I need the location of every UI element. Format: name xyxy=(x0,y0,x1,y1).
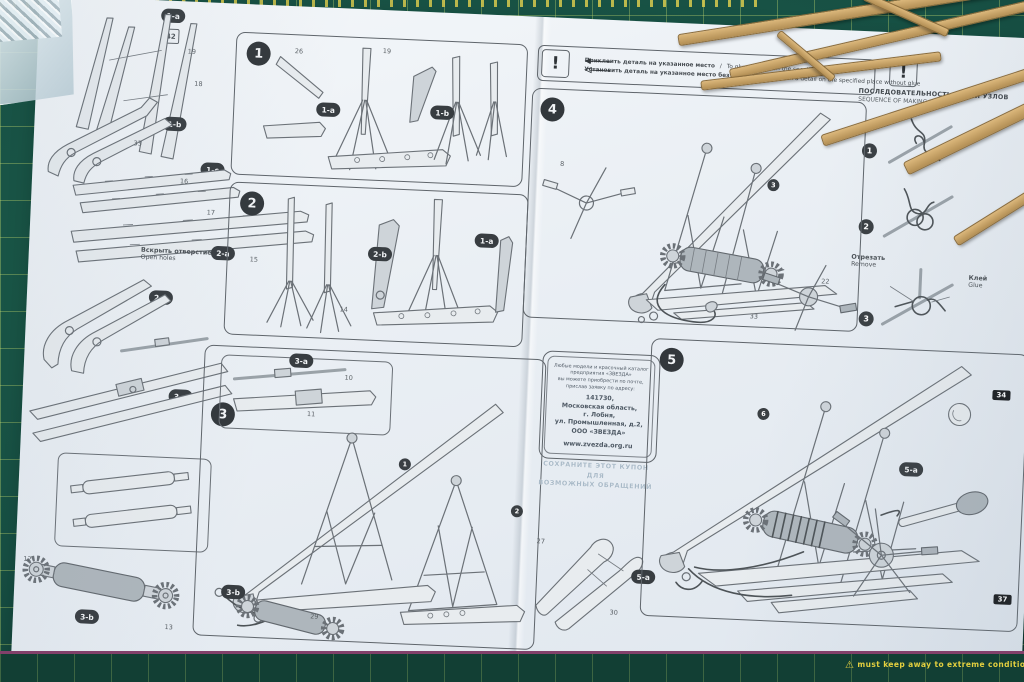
crumpled-plastic-bag xyxy=(0,0,62,42)
substep-3b-badge: 3-b xyxy=(74,609,100,625)
mat-warning-text: ⚠ must keep away to extreme condition-bo… xyxy=(845,660,1024,671)
mounted-capstan-wheel xyxy=(762,264,858,331)
step3-drawing xyxy=(214,367,526,641)
part-number: 27 xyxy=(536,537,546,546)
glue-legend-row1: Приклеить деталь на указанное место / To… xyxy=(585,57,875,76)
part-number: 12 xyxy=(23,554,32,564)
step1-panel: 1 1-a 1-b 26 19 xyxy=(230,31,529,188)
legend-separator: / xyxy=(719,63,722,70)
hook-arms-1b-drawing xyxy=(47,97,174,184)
part-number: 30 xyxy=(609,608,619,617)
part-number: 19 xyxy=(382,47,392,56)
step5-panel: 5 xyxy=(639,338,1024,633)
mallet-handle xyxy=(898,491,989,528)
open-holes-en: Open holes xyxy=(140,253,176,263)
knot3-drawing xyxy=(880,268,954,326)
step2-ref-1a: 1-a xyxy=(474,233,500,249)
part-number: 33 xyxy=(749,312,759,321)
hook-tools-5a-drawing xyxy=(535,538,644,631)
big-capstan-wheel xyxy=(832,508,939,597)
mail-order-coupon: Любые модели и красочный каталог предпри… xyxy=(538,350,661,464)
part-number: 18 xyxy=(194,79,203,89)
long-beams-3a-drawing xyxy=(29,337,233,442)
step3-panel: 3 3-a xyxy=(192,344,547,651)
windlass xyxy=(659,243,784,287)
glue-legend: Приклеить деталь на указанное место / To… xyxy=(536,44,920,96)
step2-ref-2b: 2-b xyxy=(367,246,393,262)
step2-drawing xyxy=(266,196,514,334)
rails-2a-drawing xyxy=(70,210,315,263)
mat-ruler-ticks xyxy=(0,0,760,7)
knot-step-2: 2 xyxy=(852,175,1024,254)
no-glue-arrow-icon xyxy=(584,66,611,73)
knot-sequence-panel: ПОСЛЕДОВАТЕЛЬНОСТЬ ВЯЗКИ УЗЛОВ SEQUENCE … xyxy=(848,87,1024,340)
step4-panel: 4 xyxy=(522,87,868,332)
loose-capstan-wheel xyxy=(542,167,636,239)
part-number: 14 xyxy=(339,305,349,314)
projectile-ball xyxy=(948,402,972,427)
part-number: 15 xyxy=(249,255,259,264)
step1-ref-1b: 1-b xyxy=(429,105,455,121)
glue-legend-row2: Установить деталь на указанное место без… xyxy=(584,66,920,87)
warning-triangle-icon: ⚠ xyxy=(845,660,855,671)
part-number: 13 xyxy=(164,623,173,632)
part-number: 11 xyxy=(306,410,316,419)
coupon-inner: Любые модели и красочный каталог предпри… xyxy=(543,355,656,459)
step2-panel: 2 2-b 1-a 15 14 xyxy=(223,181,529,348)
part-number: 22 xyxy=(821,277,830,286)
windlass-wound xyxy=(742,507,878,557)
knot-glue-en: Glue xyxy=(968,281,983,290)
knot2-drawing xyxy=(882,188,954,238)
open-holes-label: Вскрыть отверстие Open holes xyxy=(140,246,212,265)
instruction-sheet: 1-a 42 19 18 1-b 33 1-c 16 17 xyxy=(9,0,1024,682)
mat-warning-line: must keep away to extreme condition-both… xyxy=(857,660,1024,669)
rollers-drawing xyxy=(70,471,192,528)
clear-parts-box xyxy=(0,0,81,105)
step1-ref-1a: 1-a xyxy=(315,102,341,118)
windlass-roller-3b-drawing xyxy=(22,555,180,610)
step4-drawing xyxy=(542,112,858,331)
part-tag-34: 34 xyxy=(992,389,1011,401)
part-number: 16 xyxy=(179,177,189,186)
part-number: 26 xyxy=(294,47,304,56)
step5-drawing xyxy=(659,366,989,614)
part-number: 19 xyxy=(187,47,197,56)
part-number: 10 xyxy=(344,373,354,383)
keep-coupon-note: СОХРАНИТЕ ЭТОТ КУПОН ДЛЯ ВОЗМОЖНЫХ ОБРАЩ… xyxy=(533,459,658,493)
step1-drawing xyxy=(262,47,507,171)
part-number: 33 xyxy=(133,139,143,148)
glue-arrow-icon xyxy=(584,57,611,64)
step3-ref-3b: 3-b xyxy=(220,584,246,600)
part-tag-37: 37 xyxy=(993,594,1012,605)
step5-ref-5a: 5-a xyxy=(898,461,924,477)
hook-arms-2b-drawing xyxy=(42,279,172,374)
mat-bottom-edge xyxy=(0,651,1024,682)
rails-1c-drawing xyxy=(72,169,241,214)
part-number: 29 xyxy=(309,612,319,621)
part-number: 8 xyxy=(559,159,565,169)
knot3-badge: 3 xyxy=(858,311,874,327)
coupon-website: www.zvezda.org.ru xyxy=(563,439,633,451)
